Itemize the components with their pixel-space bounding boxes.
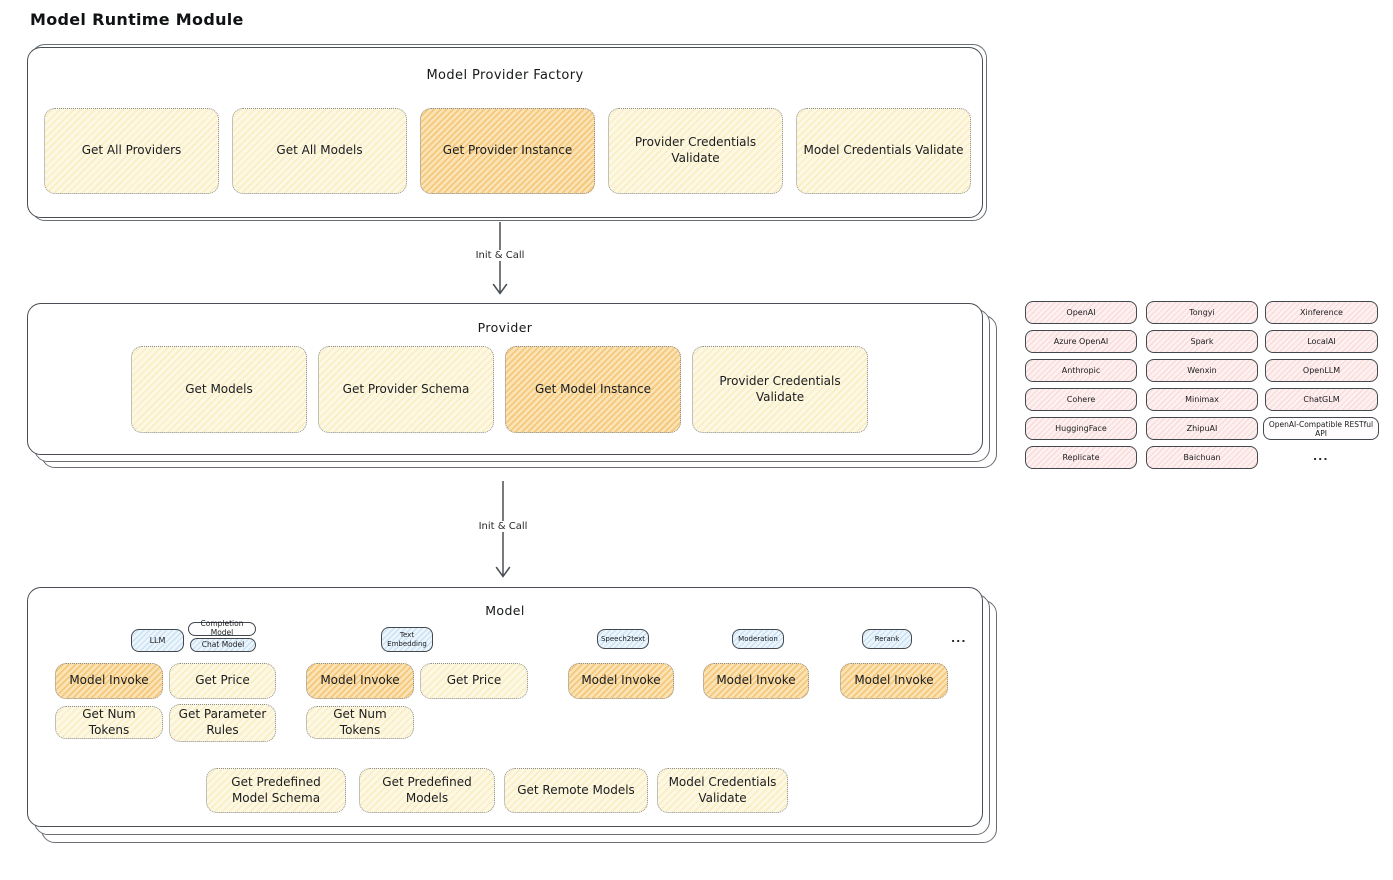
registry-item-cohere: Cohere xyxy=(1025,388,1137,411)
registry-item-xinference: Xinference xyxy=(1265,301,1378,324)
model-more-ellipsis: ... xyxy=(951,632,967,645)
factory-panel: Model Provider Factory Get All Providers… xyxy=(27,47,983,218)
registry-item-minimax: Minimax xyxy=(1146,388,1258,411)
registry-item-tongyi: Tongyi xyxy=(1146,301,1258,324)
registry-item-openai: OpenAI xyxy=(1025,301,1137,324)
op-model-invoke-speech2text: Model Invoke xyxy=(568,663,674,699)
op-get-price-text-embedding: Get Price xyxy=(420,663,528,699)
op-get-provider-schema: Get Provider Schema xyxy=(318,346,494,433)
provider-panel: Provider Get Models Get Provider Schema … xyxy=(27,303,983,455)
op-get-remote-models: Get Remote Models xyxy=(504,768,648,813)
tab-text-embedding: Text Embedding xyxy=(381,627,433,652)
model-panel: Model LLM Completion Model Chat Model Te… xyxy=(27,587,983,827)
op-model-invoke-moderation: Model Invoke xyxy=(703,663,809,699)
op-model-credentials-validate-2: Model Credentials Validate xyxy=(657,768,788,813)
tab-completion-model: Completion Model xyxy=(188,620,256,637)
edge-label-init-call-2: Init & Call xyxy=(474,521,532,532)
op-model-invoke-text-embedding: Model Invoke xyxy=(306,663,414,699)
tab-rerank: Rerank xyxy=(862,629,912,649)
registry-item-openai-compatible: OpenAI-Compatible RESTful API xyxy=(1263,417,1379,440)
registry-item-spark: Spark xyxy=(1146,330,1258,353)
provider-panel-title: Provider xyxy=(477,320,533,335)
op-model-invoke-rerank: Model Invoke xyxy=(840,663,948,699)
op-get-model-instance: Get Model Instance xyxy=(505,346,681,433)
op-get-all-models: Get All Models xyxy=(232,108,407,194)
factory-panel-title: Model Provider Factory xyxy=(426,68,584,83)
registry-item-huggingface: HuggingFace xyxy=(1025,417,1137,440)
registry-item-azure-openai: Azure OpenAI xyxy=(1025,330,1137,353)
registry-item-zhipuai: ZhipuAI xyxy=(1146,417,1258,440)
tab-chat-model: Chat Model xyxy=(190,638,256,652)
arrow-down-icon xyxy=(492,222,508,295)
edge-label-init-call-1: Init & Call xyxy=(471,250,529,261)
op-get-predefined-model-schema: Get Predefined Model Schema xyxy=(206,768,346,813)
registry-item-baichuan: Baichuan xyxy=(1146,446,1258,469)
tab-moderation: Moderation xyxy=(732,629,784,649)
registry-item-anthropic: Anthropic xyxy=(1025,359,1137,382)
op-get-predefined-models: Get Predefined Models xyxy=(359,768,495,813)
registry-more-ellipsis: ... xyxy=(1313,450,1329,463)
op-get-num-tokens-text-embedding: Get Num Tokens xyxy=(306,706,414,739)
op-get-parameter-rules: Get Parameter Rules xyxy=(169,704,276,742)
arrow-down-icon xyxy=(495,481,511,578)
tab-llm: LLM xyxy=(131,629,184,652)
model-panel-title: Model xyxy=(485,603,525,618)
op-get-provider-instance: Get Provider Instance xyxy=(420,108,595,194)
page-title: Model Runtime Module xyxy=(30,10,244,29)
op-get-models: Get Models xyxy=(131,346,307,433)
op-provider-credentials-validate: Provider Credentials Validate xyxy=(608,108,783,194)
op-get-all-providers: Get All Providers xyxy=(44,108,219,194)
op-get-price-llm: Get Price xyxy=(169,663,276,699)
registry-item-localai: LocalAI xyxy=(1265,330,1378,353)
op-model-credentials-validate: Model Credentials Validate xyxy=(796,108,971,194)
tab-speech2text: Speech2text xyxy=(597,629,649,649)
op-model-invoke-llm: Model Invoke xyxy=(55,663,163,699)
op-provider-credentials-validate-2: Provider Credentials Validate xyxy=(692,346,868,433)
registry-item-wenxin: Wenxin xyxy=(1146,359,1258,382)
op-get-num-tokens-llm: Get Num Tokens xyxy=(55,706,163,739)
registry-item-openllm: OpenLLM xyxy=(1265,359,1378,382)
registry-item-chatglm: ChatGLM xyxy=(1265,388,1378,411)
registry-item-replicate: Replicate xyxy=(1025,446,1137,469)
